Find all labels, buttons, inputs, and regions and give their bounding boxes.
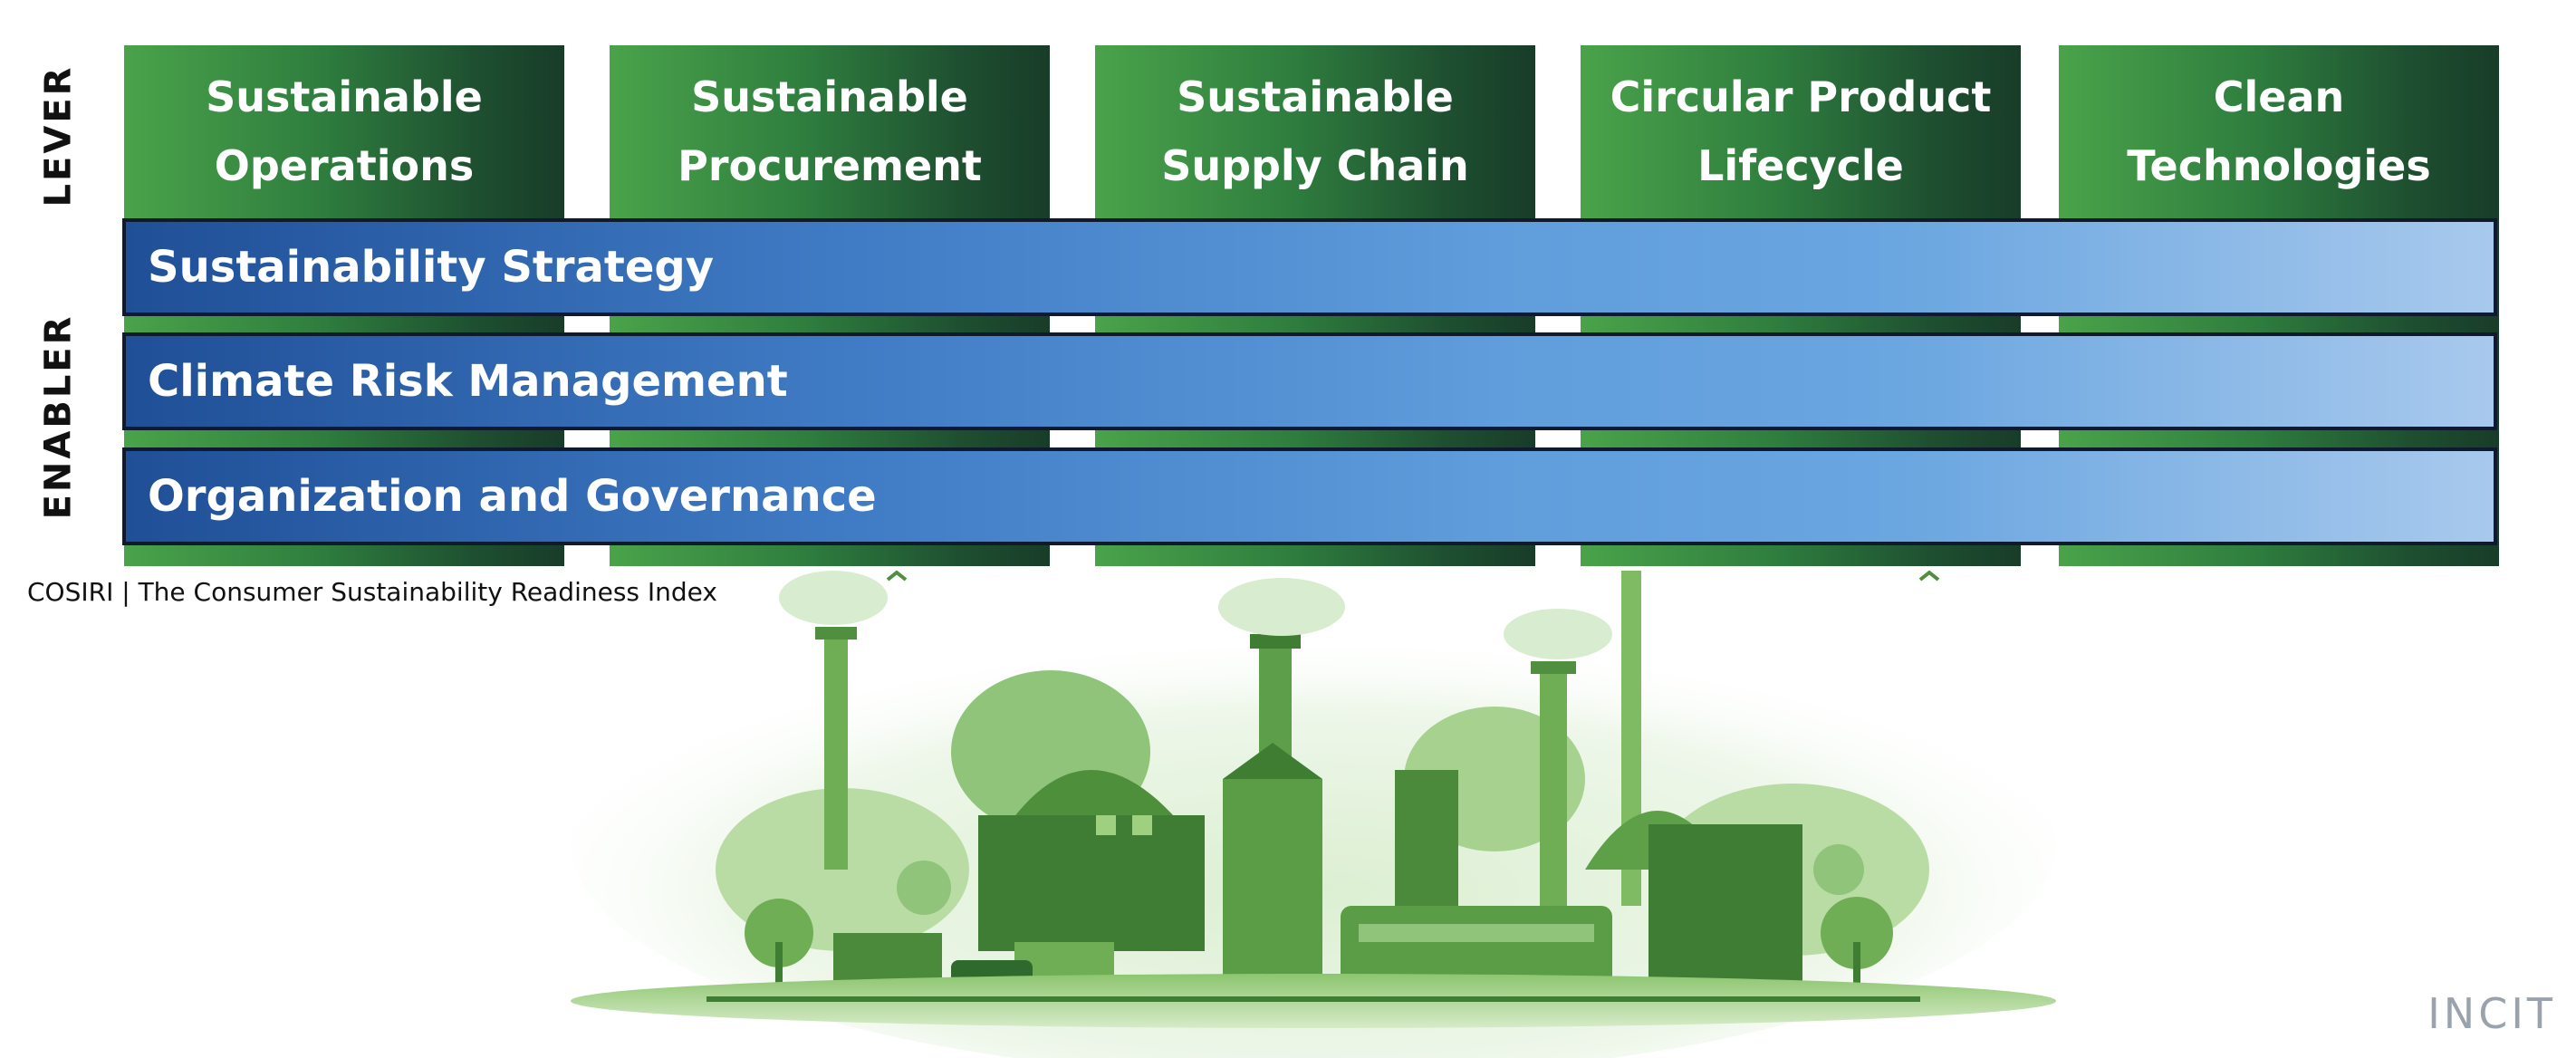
lever-title: Circular Product Lifecycle xyxy=(1610,72,1992,190)
enabler-title: Sustainability Strategy xyxy=(148,242,715,293)
enabler-bar-climate-risk-management: Climate Risk Management xyxy=(122,332,2497,430)
enabler-title: Climate Risk Management xyxy=(148,356,788,407)
lever-title: Sustainable Procurement xyxy=(678,72,982,190)
lever-title: Sustainable Operations xyxy=(206,72,483,190)
enabler-title: Organization and Governance xyxy=(148,471,877,522)
enabler-label-text: ENABLER xyxy=(37,313,80,520)
enabler-axis-label: ENABLER xyxy=(31,299,85,534)
footer-caption: COSIRI | The Consumer Sustainability Rea… xyxy=(27,577,717,607)
enabler-bar-sustainability-strategy: Sustainability Strategy xyxy=(122,218,2497,316)
lever-title: Clean Technologies xyxy=(2127,72,2431,190)
green-industrial-city-illustration-icon xyxy=(571,570,2056,1058)
enabler-bar-organization-and-governance: Organization and Governance xyxy=(122,447,2497,545)
lever-title: Sustainable Supply Chain xyxy=(1161,72,1469,190)
incit-logo: INCIT xyxy=(2427,989,2556,1038)
lever-axis-label: LEVER xyxy=(31,50,85,222)
lever-label-text: LEVER xyxy=(37,64,79,207)
